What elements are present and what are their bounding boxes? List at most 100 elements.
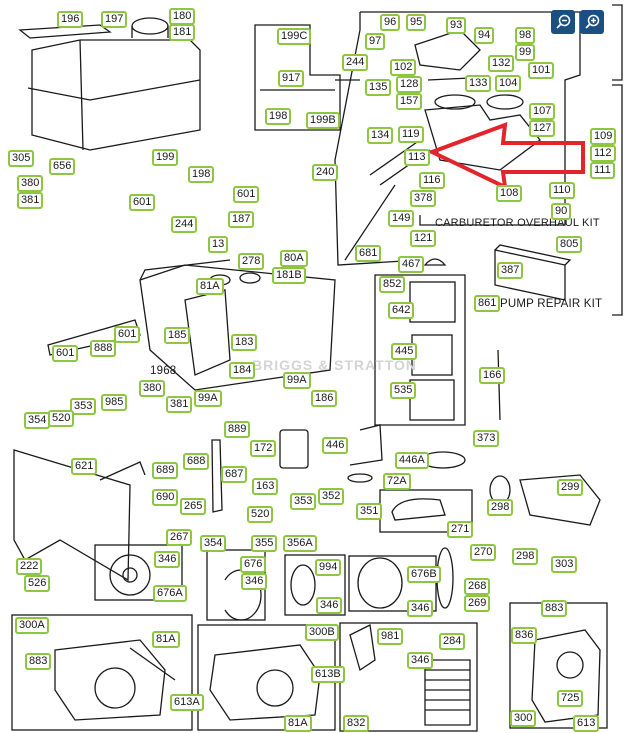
part-label[interactable]: 300B — [305, 624, 339, 641]
part-label[interactable]: 172 — [250, 440, 277, 457]
part-label[interactable]: 526 — [24, 575, 51, 592]
part-label[interactable]: 346 — [407, 652, 434, 669]
part-label[interactable]: 687 — [221, 466, 248, 483]
part-label[interactable]: 13 — [208, 236, 229, 253]
part-label[interactable]: 186 — [311, 390, 338, 407]
part-label[interactable]: 373 — [473, 430, 500, 447]
part-label[interactable]: 80A — [280, 250, 308, 267]
part-label[interactable]: 621 — [71, 458, 98, 475]
part-label[interactable]: 196 — [57, 11, 84, 28]
part-label[interactable]: 121 — [410, 230, 437, 247]
part-label[interactable]: 883 — [25, 653, 52, 670]
part-label[interactable]: 199 — [152, 149, 179, 166]
part-label[interactable]: 805 — [556, 236, 583, 253]
part-label[interactable]: 355 — [251, 535, 278, 552]
part-label[interactable]: 107 — [529, 103, 556, 120]
part-label[interactable]: 535 — [390, 382, 417, 399]
part-label[interactable]: 985 — [101, 394, 128, 411]
part-label[interactable]: 278 — [238, 253, 265, 270]
part-label[interactable]: 185 — [164, 327, 191, 344]
part-label[interactable]: 104 — [495, 75, 522, 92]
part-label[interactable]: 197 — [101, 11, 128, 28]
part-label[interactable]: 520 — [48, 410, 75, 427]
part-label[interactable]: 116 — [419, 172, 445, 189]
part-label[interactable]: 222 — [16, 558, 43, 575]
part-label[interactable]: 72A — [383, 473, 411, 490]
part-label[interactable]: 127 — [529, 120, 556, 137]
part-label[interactable]: 99A — [283, 372, 311, 389]
part-label[interactable]: 303 — [551, 556, 578, 573]
part-label[interactable]: 346 — [316, 597, 343, 614]
part-label[interactable]: 132 — [488, 55, 515, 72]
part-label[interactable]: 198 — [265, 108, 292, 125]
part-label[interactable]: 656 — [49, 158, 76, 175]
part-label[interactable]: 99A — [194, 390, 222, 407]
part-label[interactable]: 690 — [152, 489, 179, 506]
part-label[interactable]: 81A — [284, 715, 312, 732]
part-label[interactable]: 861 — [474, 295, 501, 312]
part-label[interactable]: 387 — [497, 262, 524, 279]
part-label[interactable]: 119 — [398, 126, 424, 143]
part-label[interactable]: 183 — [231, 334, 258, 351]
part-label[interactable]: 163 — [252, 478, 279, 495]
part-label[interactable]: 244 — [171, 216, 198, 233]
part-label[interactable]: 832 — [343, 715, 370, 732]
part-label[interactable]: 93 — [446, 17, 467, 34]
part-label[interactable]: 613B — [311, 666, 345, 683]
part-label[interactable]: 184 — [229, 362, 256, 379]
part-label[interactable]: 601 — [52, 345, 79, 362]
part-label[interactable]: 270 — [470, 544, 497, 561]
part-label[interactable]: 199B — [306, 112, 340, 129]
part-label[interactable]: 157 — [396, 93, 423, 110]
part-label[interactable]: 917 — [278, 70, 305, 87]
part-label[interactable]: 352 — [318, 488, 345, 505]
part-label[interactable]: 298 — [512, 548, 539, 565]
part-label[interactable]: 102 — [390, 59, 417, 76]
part-label[interactable]: 198 — [188, 166, 215, 183]
part-label[interactable]: 467 — [398, 256, 425, 273]
part-label[interactable]: 109 — [590, 128, 617, 145]
part-label[interactable]: 110 — [549, 182, 575, 199]
part-label[interactable]: 346 — [241, 573, 268, 590]
part-label[interactable]: 380 — [139, 380, 166, 397]
part-label[interactable]: 981 — [377, 628, 404, 645]
part-label[interactable]: 90 — [551, 203, 572, 220]
part-label[interactable]: 95 — [406, 14, 427, 31]
part-label[interactable]: 128 — [396, 76, 423, 93]
part-label[interactable]: 446A — [395, 452, 429, 469]
part-label[interactable]: 613A — [170, 694, 204, 711]
part-label[interactable]: 101 — [528, 62, 555, 79]
part-label[interactable]: 346 — [407, 600, 434, 617]
part-label[interactable]: 94 — [474, 27, 495, 44]
part-label[interactable]: 378 — [410, 190, 437, 207]
part-label[interactable]: 81A — [196, 278, 224, 295]
part-label[interactable]: 81A — [152, 631, 180, 648]
part-label[interactable]: 299 — [557, 479, 584, 496]
part-label[interactable]: 353 — [290, 493, 317, 510]
part-label[interactable]: 601 — [114, 326, 141, 343]
part-label[interactable]: 354 — [24, 412, 51, 429]
part-label[interactable]: 351 — [356, 503, 383, 520]
part-label[interactable]: 381 — [17, 192, 44, 209]
part-label[interactable]: 381 — [166, 396, 193, 413]
part-label[interactable]: 240 — [312, 164, 339, 181]
part-label[interactable]: 187 — [228, 211, 255, 228]
part-label[interactable]: 836 — [511, 627, 538, 644]
part-label[interactable]: 181 — [169, 24, 196, 41]
part-label[interactable]: 689 — [152, 462, 179, 479]
part-label[interactable]: 889 — [224, 421, 251, 438]
part-label[interactable]: 180 — [169, 8, 196, 25]
part-label[interactable]: 994 — [315, 559, 342, 576]
part-label[interactable]: 149 — [388, 210, 415, 227]
part-label[interactable]: 244 — [342, 54, 369, 71]
part-label[interactable]: 676 — [240, 556, 267, 573]
part-label[interactable]: 267 — [166, 529, 193, 546]
part-label[interactable]: 134 — [367, 127, 394, 144]
part-label[interactable]: 380 — [17, 175, 44, 192]
part-label[interactable]: 97 — [365, 33, 386, 50]
part-label[interactable]: 676A — [153, 585, 187, 602]
part-label[interactable]: 613 — [573, 715, 600, 732]
part-label[interactable]: 135 — [365, 79, 392, 96]
part-label[interactable]: 356A — [283, 535, 317, 552]
part-label[interactable]: 346 — [154, 551, 181, 568]
